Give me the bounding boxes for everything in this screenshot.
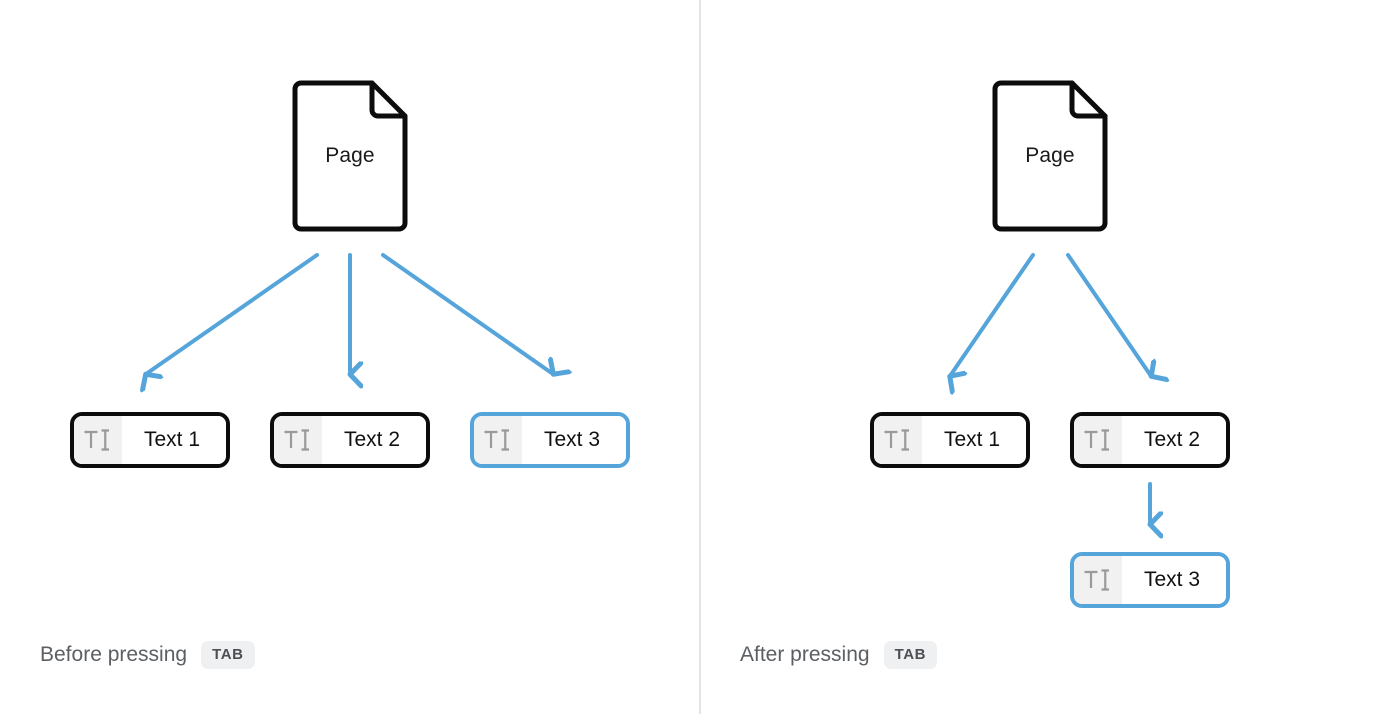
field-node-text3-selected[interactable]: Text 3 [470,412,630,468]
text-tool-icon [874,416,922,464]
field-node-label: Text 1 [922,416,1026,464]
field-node-label: Text 2 [322,416,426,464]
tab-key-badge: TAB [883,641,938,669]
document-icon [292,80,408,232]
caption-text: After pressing [740,643,870,666]
arrow-page-to-text3 [381,253,553,374]
caption-before: Before pressing TAB [40,641,255,669]
page-node-before[interactable]: Page [290,78,410,234]
text-tool-icon [274,416,322,464]
arrow-page-to-text1 [146,253,319,374]
tab-key-badge: TAB [201,641,255,669]
caption-text: Before pressing [40,643,188,666]
field-node-label: Text 3 [522,416,626,464]
arrow-page-to-text2-after [1066,253,1151,376]
page-node-after[interactable]: Page [990,78,1110,234]
text-tool-icon [474,416,522,464]
field-node-label: Text 2 [1122,416,1226,464]
caption-after: After pressing TAB [740,641,938,669]
page-node-label: Page [325,144,375,167]
field-node-text2-after[interactable]: Text 2 [1070,412,1230,468]
text-tool-icon [74,416,122,464]
field-node-text1[interactable]: Text 1 [70,412,230,468]
page-node-label: Page [1025,144,1075,167]
panel-divider [699,0,701,714]
field-node-label: Text 3 [1122,556,1226,604]
field-node-text3-after-selected[interactable]: Text 3 [1070,552,1230,608]
arrow-page-to-text1-after [950,253,1035,376]
field-node-text1-after[interactable]: Text 1 [870,412,1030,468]
text-tool-icon [1074,416,1122,464]
field-node-label: Text 1 [122,416,226,464]
text-tool-icon [1074,556,1122,604]
field-node-text2[interactable]: Text 2 [270,412,430,468]
document-icon [992,80,1108,232]
